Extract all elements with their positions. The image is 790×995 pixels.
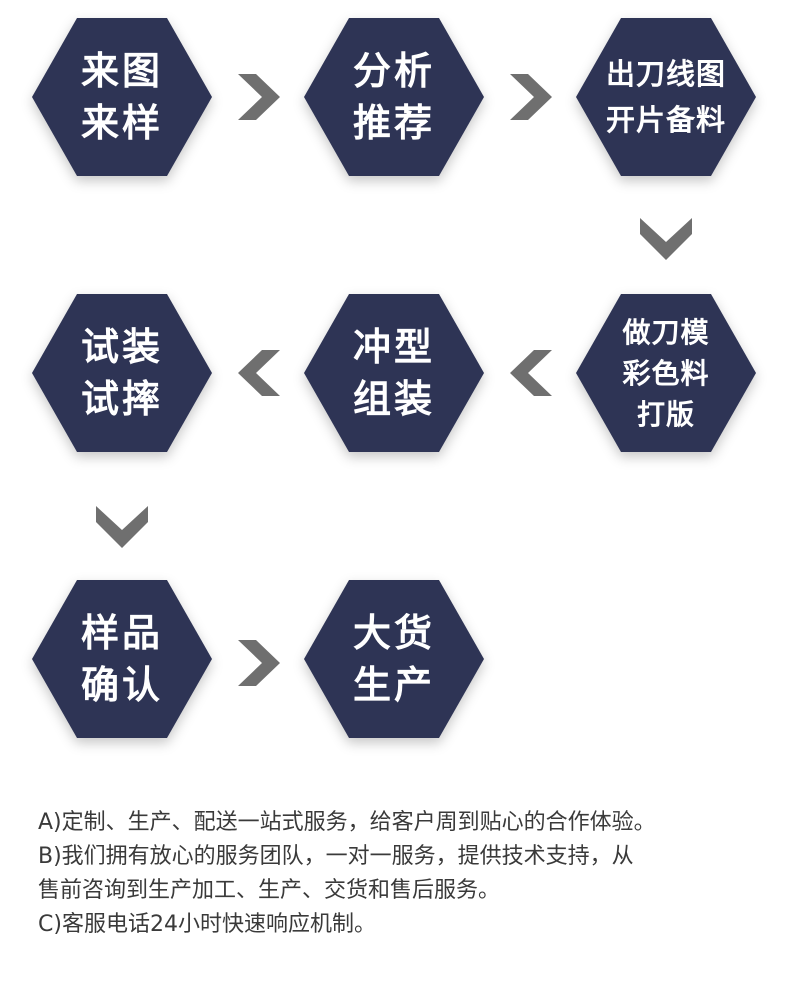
hexagon-shape <box>304 580 484 738</box>
step-hexagon-5: 冲型 组装 <box>304 294 484 452</box>
chevron-down-icon <box>640 218 692 260</box>
step-label: 来图 来样 <box>80 49 163 145</box>
step-hexagon-2: 分析 推荐 <box>304 18 484 176</box>
chevron-down-icon <box>96 506 148 548</box>
step-hexagon-3: 出刀线图 开片备料 <box>576 18 756 176</box>
hexagon-shape <box>32 18 212 176</box>
chevron-right-icon <box>510 74 552 120</box>
chevron-left-icon <box>238 350 280 396</box>
step-hexagon-6: 试装 试摔 <box>32 294 212 452</box>
note-c: C)客服电话24小时快速响应机制。 <box>38 912 376 937</box>
step-hexagon-1: 来图 来样 <box>32 18 212 176</box>
chevron-left-icon <box>510 350 552 396</box>
chevron-right-icon <box>238 640 280 686</box>
step-label: 冲型 组装 <box>352 325 435 421</box>
step-label: 大货 生产 <box>352 611 435 707</box>
step-hexagon-7: 样品 确认 <box>32 580 212 738</box>
step-hexagon-4: 做刀模 彩色料 打版 <box>576 294 756 452</box>
hexagon-shape <box>304 18 484 176</box>
hexagon-shape <box>32 580 212 738</box>
step-hexagon-8: 大货 生产 <box>304 580 484 738</box>
chevron-right-icon <box>238 74 280 120</box>
hexagon-shape <box>32 294 212 452</box>
step-label: 出刀线图 开片备料 <box>605 57 726 137</box>
hexagon-shape <box>576 294 756 452</box>
step-label: 试装 试摔 <box>80 325 163 421</box>
note-a: A)定制、生产、配送一站式服务，给客户周到贴心的合作体验。 <box>38 810 656 835</box>
hexagon-shape <box>576 18 756 176</box>
step-label: 样品 确认 <box>80 611 163 707</box>
service-notes: A)定制、生产、配送一站式服务，给客户周到贴心的合作体验。 B)我们拥有放心的服… <box>38 806 758 942</box>
note-b-line-1: B)我们拥有放心的服务团队，一对一服务，提供技术支持，从 <box>38 844 634 869</box>
step-label: 分析 推荐 <box>352 49 435 145</box>
note-b-line-2: 售前咨询到生产加工、生产、交货和售后服务。 <box>38 878 501 903</box>
hexagon-shape <box>304 294 484 452</box>
step-label: 做刀模 彩色料 打版 <box>622 315 710 431</box>
